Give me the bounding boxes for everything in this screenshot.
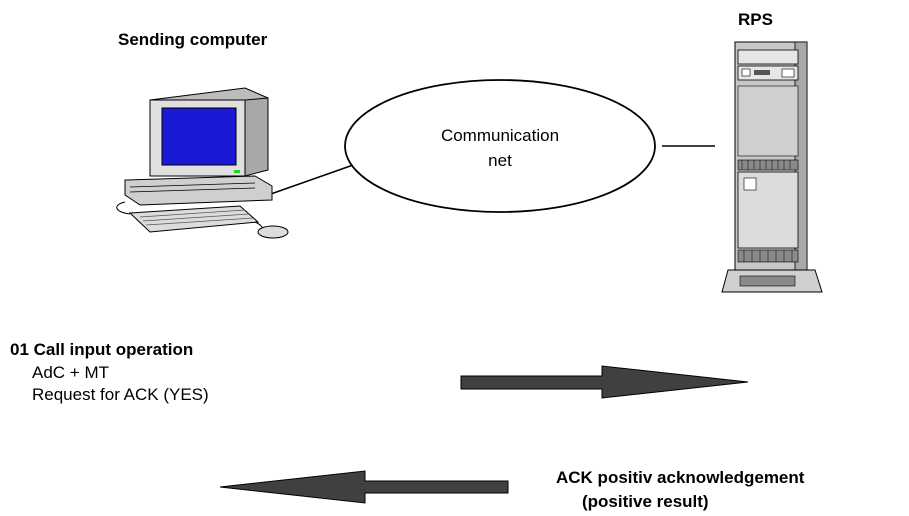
computer-to-net-line (267, 163, 357, 196)
communication-net-line-1: Communication (440, 126, 560, 145)
computer-icon (116, 87, 289, 239)
sending-computer-label: Sending computer (118, 30, 268, 49)
rps-label: RPS (738, 10, 773, 29)
ack-arrow (219, 470, 509, 504)
request-arrow (460, 365, 749, 399)
step-01-title: 01 Call input operation (10, 340, 194, 359)
ack-title: ACK positiv acknowledgement (556, 468, 805, 487)
step-01-line-2: Request for ACK (YES) (32, 385, 209, 404)
server-icon (721, 41, 823, 293)
communication-net-label: Communication net (396, 123, 604, 173)
communication-net-line-2: net (488, 151, 512, 170)
communication-net-ellipse (344, 79, 656, 213)
step-01-line-1: AdC + MT (32, 363, 109, 382)
ack-subtitle: (positive result) (582, 492, 709, 511)
